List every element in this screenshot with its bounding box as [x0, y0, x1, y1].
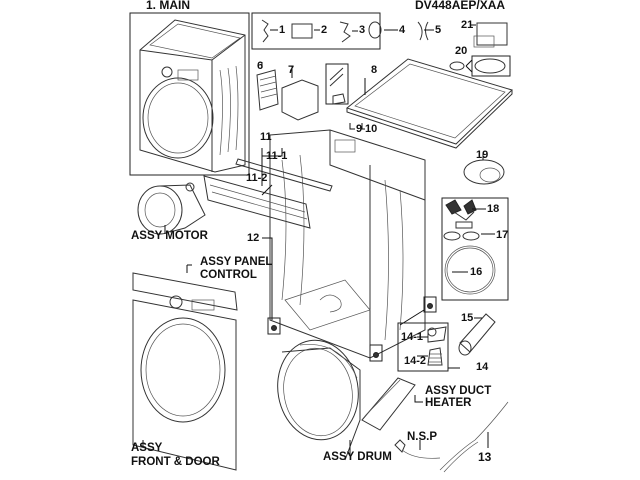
label-assy-duct-heater-line2: HEATER [425, 397, 472, 409]
callout-15: 15 [461, 312, 474, 324]
callout-21: 21 [461, 19, 474, 31]
main-appliance-illustration [129, 12, 250, 176]
callout-5: 5 [435, 24, 442, 36]
callout-16: 16 [470, 266, 483, 278]
drum-illustration [277, 339, 361, 461]
screw-boxes [267, 303, 433, 362]
callout-13: 13 [478, 450, 492, 464]
top-panel-illustration [345, 58, 513, 149]
callout-1: 1 [279, 24, 286, 36]
label-assy-front-door-line1: ASSY [131, 442, 163, 454]
callout-8: 8 [371, 64, 378, 76]
label-assy-front-door-line2: FRONT & DOOR [131, 456, 220, 468]
callout-2: 2 [321, 24, 328, 36]
callout-3: 3 [359, 24, 366, 36]
motor-illustration [137, 182, 206, 235]
front-door-illustration [132, 264, 238, 471]
callout-11: 11 [260, 131, 272, 143]
label-assy-panel-control-line1: ASSY PANEL [200, 256, 273, 268]
callout-18: 18 [487, 203, 500, 215]
callout-7: 7 [288, 64, 295, 76]
label-nsp: N.S.P [407, 431, 438, 443]
callout-4: 4 [399, 24, 406, 36]
callout-19: 19 [476, 149, 489, 161]
part-6-7-illustration [256, 62, 319, 121]
model-number: DV448AEP/XAA [415, 0, 506, 12]
callout-9: 9 [356, 123, 363, 135]
part-14-15-illustration [397, 296, 496, 372]
label-assy-panel-control-line2: CONTROL [200, 269, 257, 281]
part-12-lead [262, 237, 273, 320]
callout-14-2: 14-2 [404, 355, 427, 367]
label-assy-duct-heater-line1: ASSY DUCT [425, 385, 492, 397]
duct-heater-illustration [361, 377, 423, 431]
callout-6: 6 [257, 60, 264, 72]
label-assy-drum: ASSY DRUM [323, 451, 392, 463]
power-cord-illustration [394, 401, 509, 473]
callout-17: 17 [496, 229, 509, 241]
callout-20: 20 [455, 45, 468, 57]
hardware-kit-box [251, 12, 381, 50]
part-21-and-20 [449, 22, 511, 77]
part-11-illustration [203, 148, 333, 229]
callout-14-1: 14-1 [401, 331, 424, 343]
label-assy-motor: ASSY MOTOR [131, 230, 208, 242]
callout-12: 12 [247, 232, 260, 244]
diagram-title: 1. MAIN [146, 0, 191, 12]
hose-kit-illustration [441, 153, 509, 301]
callout-14: 14 [476, 361, 489, 373]
callout-11-2: 11-2 [246, 172, 268, 184]
callout-10: 10 [365, 123, 378, 135]
part-9-10-illustration [325, 63, 365, 130]
callout-11-1: 11-1 [266, 150, 288, 162]
cabinet-illustration [269, 129, 426, 359]
